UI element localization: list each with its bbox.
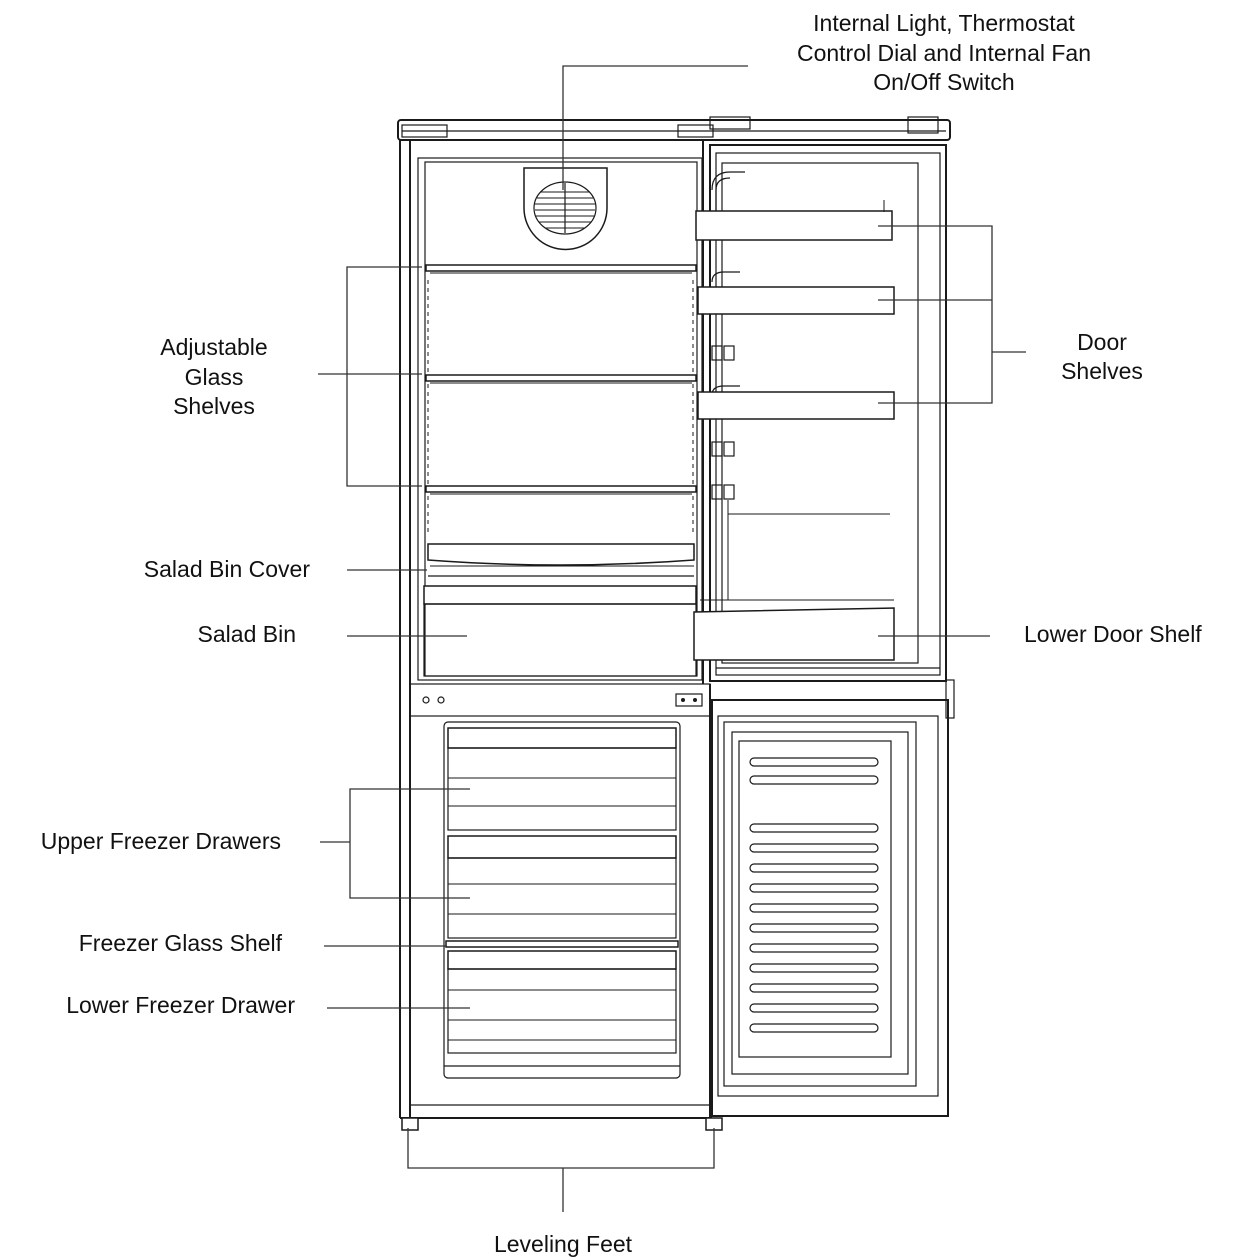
refrigerator-illustration [397,116,955,1131]
freezer-compartment [443,721,681,1079]
label-top-line-3: On/Off Switch [873,69,1014,95]
label-door-shelves: Shelves [1061,358,1143,384]
label-top-line-2: Control Dial and Internal Fan [797,40,1091,66]
label-lower-freezer-drawer: Lower Freezer Drawer [66,992,295,1018]
label-salad-bin-cover: Salad Bin Cover [144,556,311,582]
label-glass: Glass [185,364,244,390]
label-freezer-glass-shelf: Freezer Glass Shelf [79,930,283,956]
cabinet-body [399,140,712,1119]
label-leveling-feet: Leveling Feet [494,1231,633,1257]
label-adjustable: Adjustable [160,334,267,360]
freezer-door [711,679,955,1117]
fan-light-housing [523,167,608,251]
label-top-line-1: Internal Light, Thermostat [813,10,1075,36]
label-lower-door-shelf: Lower Door Shelf [1024,621,1202,647]
control-strip [409,683,711,717]
fridge-door [693,139,947,682]
top-cap [397,116,951,141]
callout-labels: Internal Light, Thermostat Control Dial … [41,10,1203,1257]
label-salad-bin: Salad Bin [198,621,296,647]
leader-lines [318,65,1026,1212]
label-door: Door [1077,329,1127,355]
salad-bin-shape [423,585,697,677]
leveling-feet-shapes [401,1117,723,1131]
label-shelves: Shelves [173,393,255,419]
glass-shelves [425,264,697,495]
label-upper-freezer-drawers: Upper Freezer Drawers [41,828,281,854]
freezer-door-rails [749,757,879,1033]
salad-bin-cover-shape [427,543,695,577]
